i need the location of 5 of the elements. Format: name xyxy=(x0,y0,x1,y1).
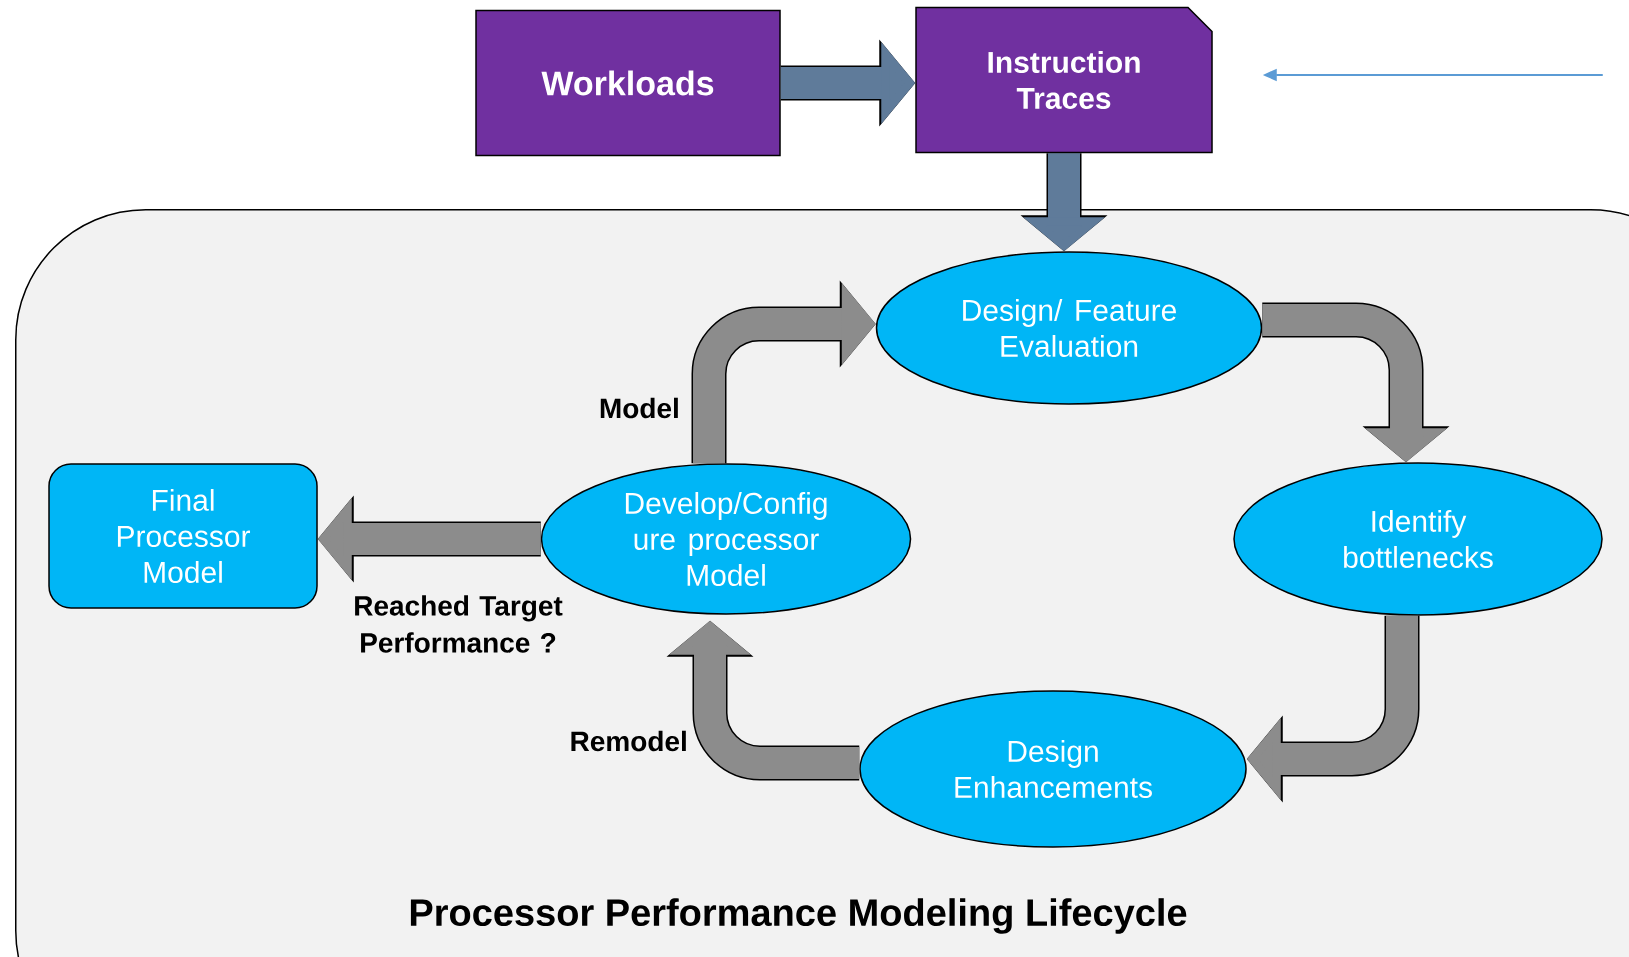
process-box: Final Processor Model xyxy=(48,463,318,609)
document-box: Instruction Traces xyxy=(915,6,1213,154)
edge-label: Remodel xyxy=(571,730,686,752)
edge-label: Model xyxy=(600,397,678,419)
process-box: Workloads xyxy=(475,9,781,157)
